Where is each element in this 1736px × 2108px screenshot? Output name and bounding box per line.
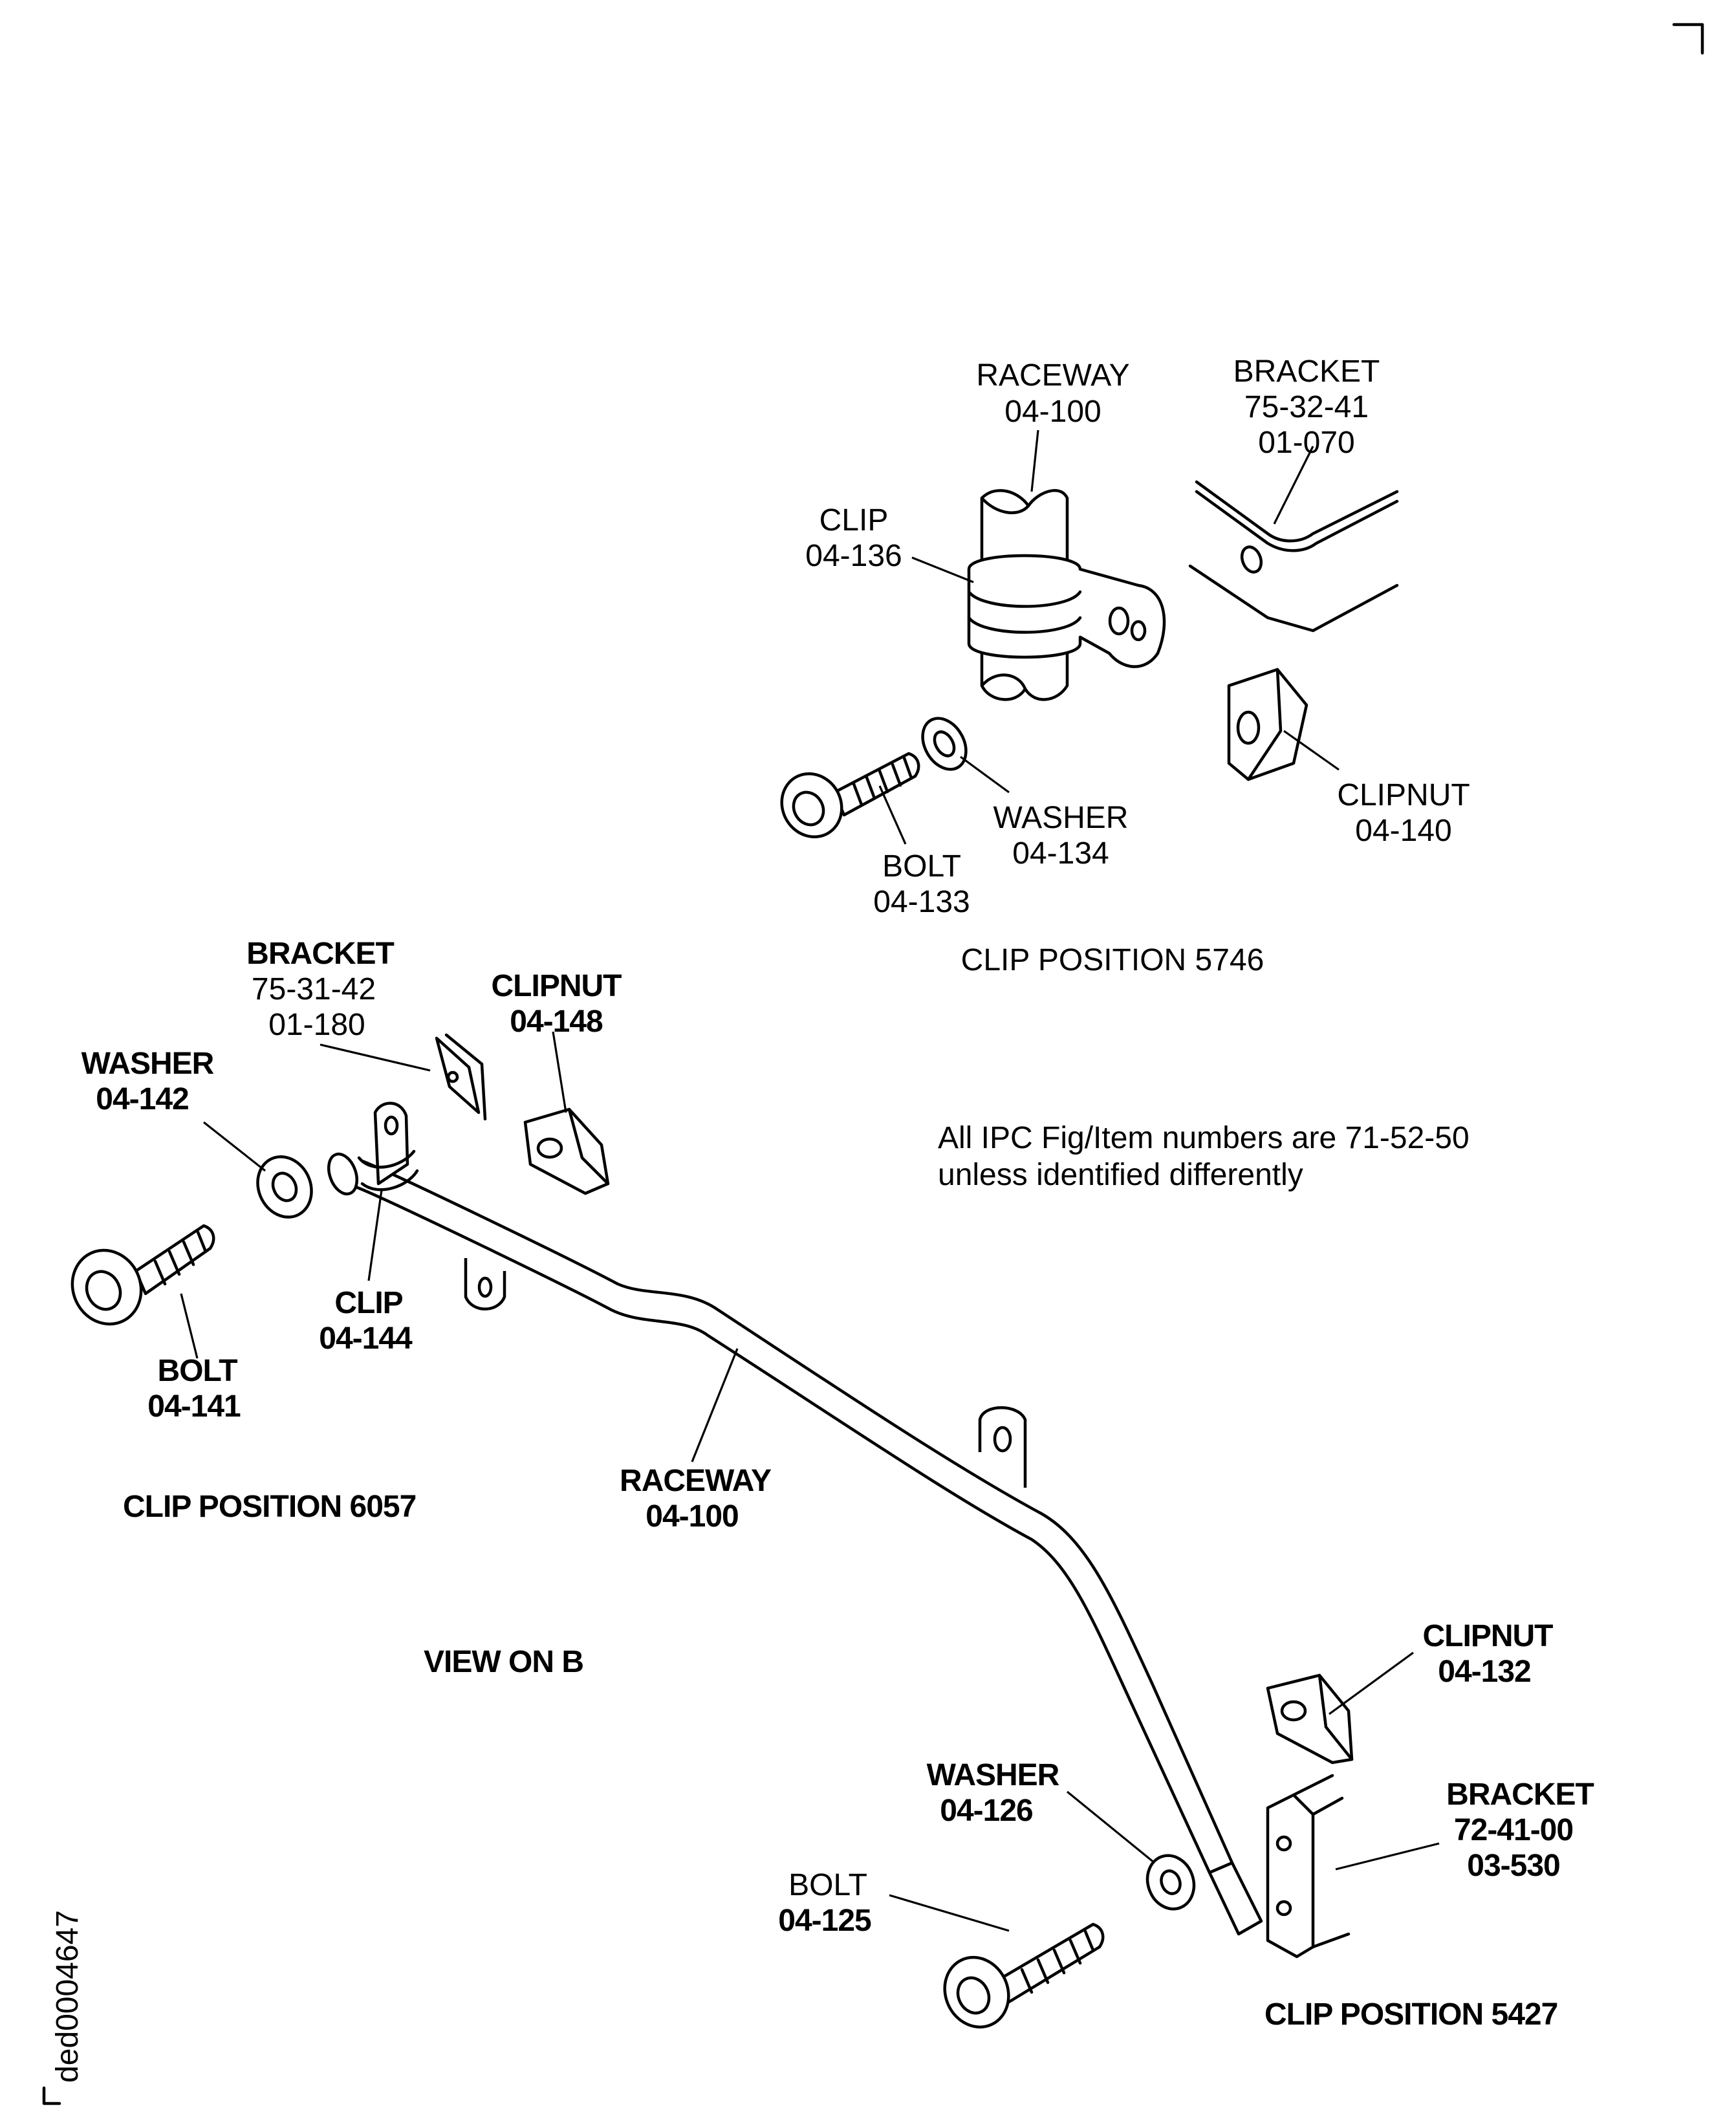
- leader-washer-5427: [1066, 1790, 1156, 1864]
- label-bracket-5746-num: 01-070: [1258, 426, 1354, 460]
- leader-bolt-5746: [878, 785, 907, 845]
- washer-6057: [256, 1155, 313, 1219]
- bracket-5746: [1188, 480, 1399, 633]
- view-title: VIEW ON B: [424, 1645, 583, 1679]
- bolt-5427: [943, 1922, 1105, 2029]
- bolt-6057: [71, 1224, 215, 1326]
- label-raceway-5746-num: 04-100: [1004, 395, 1101, 429]
- drawing-id: ded0004647: [50, 1910, 85, 2083]
- label-bolt-6057-num: 04-141: [147, 1389, 241, 1424]
- leader-raceway-6057: [691, 1348, 739, 1462]
- title-clip-position-5746: CLIP POSITION 5746: [961, 943, 1264, 977]
- label-clip-6057: CLIP: [334, 1286, 402, 1320]
- leader-washer-6057: [203, 1121, 266, 1172]
- label-bolt-6057: BOLT: [157, 1354, 237, 1388]
- label-bracket-5427: BRACKET: [1446, 1777, 1594, 1812]
- clip-6057: [357, 1102, 419, 1191]
- leader-clipnut-5427: [1329, 1651, 1414, 1715]
- label-bracket-6057-ref: 75-31-42: [252, 972, 376, 1006]
- clipnut-5746: [1227, 668, 1308, 781]
- leader-clipnut-5746: [1283, 730, 1340, 771]
- label-clipnut-6057-num: 04-148: [510, 1005, 603, 1039]
- label-bracket-5427-num: 03-530: [1467, 1849, 1559, 1883]
- label-clipnut-5746-num: 04-140: [1355, 814, 1451, 848]
- label-washer-5427: WASHER: [927, 1758, 1059, 1792]
- label-bolt-5427-num: 04-125: [778, 1904, 871, 1938]
- note-line-2: unless identified differently: [938, 1158, 1303, 1192]
- label-washer-5746-num: 04-134: [1012, 836, 1109, 871]
- label-clipnut-5746: CLIPNUT: [1337, 778, 1470, 812]
- leader-clip-5746: [911, 556, 974, 583]
- bracket-5427: [1266, 1774, 1351, 1959]
- clipnut-6057: [523, 1107, 610, 1195]
- group-clip-position-6057: BRACKET 75-31-42 01-180 CLIPNUT 04-148 W…: [71, 937, 772, 1534]
- label-bracket-6057-num: 01-180: [268, 1008, 365, 1042]
- label-clip-5746: CLIP: [819, 503, 889, 538]
- leader-clip-6057: [367, 1190, 383, 1281]
- label-clip-5746-num: 04-136: [805, 539, 902, 573]
- label-clipnut-6057: CLIPNUT: [492, 969, 622, 1003]
- bolt-5746: [780, 752, 920, 839]
- leader-bracket-5746: [1273, 446, 1314, 525]
- group-clip-position-5427: CLIPNUT 04-132 WASHER 04-126 BRACKET 72-…: [778, 1619, 1594, 2032]
- leader-washer-5746: [960, 755, 1010, 794]
- label-bolt-5427: BOLT: [788, 1868, 867, 1902]
- label-clipnut-5427-num: 04-132: [1438, 1655, 1530, 1689]
- corner-mark-bottom-left: [42, 2086, 61, 2105]
- leader-bracket-6057: [320, 1043, 431, 1072]
- leader-raceway-5746: [1030, 429, 1039, 492]
- label-raceway-6057: RACEWAY: [620, 1464, 772, 1498]
- label-washer-5746: WASHER: [993, 801, 1129, 835]
- clip-5746: [967, 554, 1166, 668]
- leader-clipnut-6057: [552, 1031, 567, 1113]
- title-clip-position-5427: CLIP POSITION 5427: [1264, 1997, 1557, 2032]
- washer-5427: [1145, 1854, 1196, 1911]
- washer-5746: [921, 717, 968, 771]
- raceway-main: [327, 1152, 1263, 1936]
- leader-bolt-6057: [180, 1293, 199, 1359]
- label-bracket-6057: BRACKET: [246, 937, 394, 971]
- leader-bolt-5427: [889, 1894, 1010, 1932]
- leader-bracket-5427: [1335, 1842, 1440, 1871]
- label-washer-6057: WASHER: [81, 1047, 214, 1081]
- label-bolt-5746: BOLT: [882, 849, 961, 884]
- label-bracket-5427-ref: 72-41-00: [1454, 1813, 1573, 1847]
- bracket-6057: [435, 1033, 487, 1121]
- label-raceway-6057-num: 04-100: [646, 1499, 738, 1534]
- label-clip-6057-num: 04-144: [319, 1321, 413, 1356]
- label-clipnut-5427: CLIPNUT: [1423, 1619, 1554, 1653]
- label-bracket-5746: BRACKET: [1233, 354, 1380, 389]
- clipnut-5427: [1266, 1673, 1354, 1765]
- label-bracket-5746-ref: 75-32-41: [1244, 390, 1369, 424]
- corner-mark-top-right: [1672, 23, 1704, 55]
- label-washer-6057-num: 04-142: [96, 1082, 188, 1116]
- label-raceway-5746: RACEWAY: [976, 358, 1129, 393]
- label-washer-5427-num: 04-126: [940, 1794, 1032, 1828]
- title-clip-position-6057: CLIP POSITION 6057: [123, 1490, 416, 1524]
- note-line-1: All IPC Fig/Item numbers are 71-52-50: [938, 1121, 1470, 1155]
- label-bolt-5746-num: 04-133: [873, 885, 970, 919]
- group-clip-position-5746: RACEWAY 04-100 BRACKET 75-32-41 01-070 C…: [780, 354, 1470, 977]
